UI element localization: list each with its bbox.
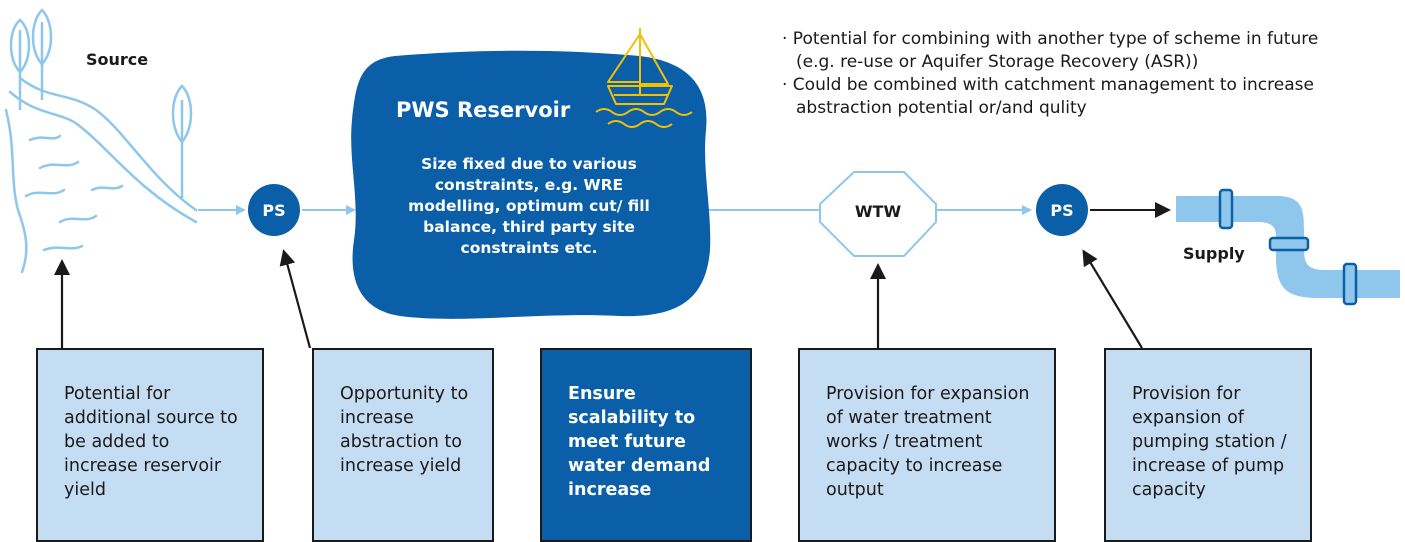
box-pumping-station: Provision for expansion of pumping stati… bbox=[1104, 348, 1312, 542]
box-water-treatment: Provision for expansion of water treatme… bbox=[798, 348, 1056, 542]
annotation-arrows bbox=[54, 249, 1143, 349]
reservoir-shape bbox=[351, 50, 711, 319]
river-icon bbox=[4, 76, 198, 274]
reservoir-description: Size fixed due to various constraints, e… bbox=[408, 155, 650, 257]
pump-station-1: PS bbox=[248, 184, 300, 236]
source-label: Source bbox=[86, 50, 149, 69]
pipe-icon bbox=[1176, 188, 1400, 306]
boat-icon bbox=[595, 28, 693, 128]
reservoir-title: PWS Reservoir bbox=[396, 98, 571, 122]
wtw-octagon bbox=[819, 171, 937, 257]
note-item: · Could be combined with catchment manag… bbox=[782, 75, 1314, 118]
supply-label: Supply bbox=[1183, 244, 1245, 263]
pump-station-2: PS bbox=[1036, 184, 1088, 236]
note-item: · Potential for combining with another t… bbox=[782, 29, 1319, 72]
box-scalability: Ensure scalability to meet future water … bbox=[540, 348, 752, 542]
tree-icon bbox=[9, 8, 193, 198]
notes-list: · Potential for combining with another t… bbox=[782, 28, 1342, 120]
box-additional-source: Potential for additional source to be ad… bbox=[36, 348, 264, 542]
box-abstraction: Opportunity to increase abstraction to i… bbox=[312, 348, 494, 542]
wtw-label: WTW bbox=[854, 202, 902, 221]
